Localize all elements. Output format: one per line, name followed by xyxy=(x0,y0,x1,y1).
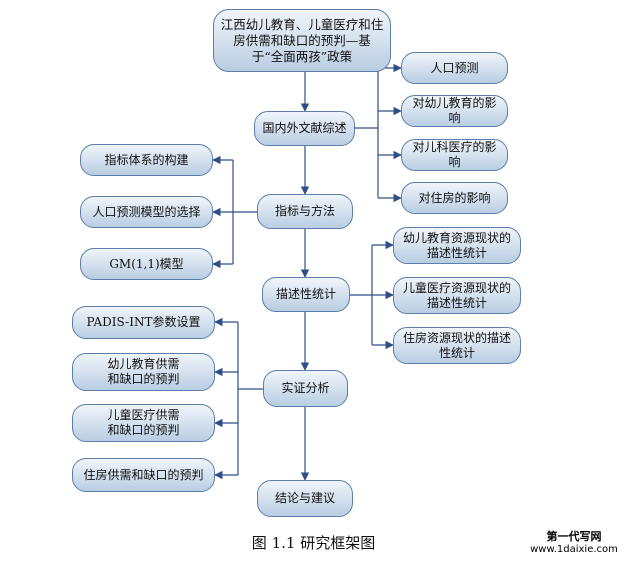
node-forecast-education: 幼儿教育供需 和缺口的预判 xyxy=(72,353,215,391)
node-impact-education: 对幼儿教育的影响 xyxy=(401,95,508,127)
node-desc-education: 幼儿教育资源现状的 描述性统计 xyxy=(393,227,521,264)
node-impact-housing: 对住房的影响 xyxy=(401,182,508,214)
node-forecast-housing: 住房供需和缺口的预判 xyxy=(72,458,215,492)
node-indicator-system: 指标体系的构建 xyxy=(80,144,213,176)
node-top-title: 江西幼儿教育、儿童医疗和住房供需和缺口的预判—基于“全面两孩”政策 xyxy=(213,9,391,72)
node-desc-housing: 住房资源现状的描述 性统计 xyxy=(393,327,521,364)
node-conclusions: 结论与建议 xyxy=(257,480,353,517)
figure-caption: 图 1.1 研究框架图 xyxy=(251,534,376,552)
watermark-url: www.1daixie.com xyxy=(530,544,618,555)
node-empirical-analysis: 实证分析 xyxy=(263,370,348,407)
node-forecast-medical: 儿童医疗供需 和缺口的预判 xyxy=(72,404,215,442)
node-desc-medical: 儿童医疗资源现状的 描述性统计 xyxy=(393,277,521,314)
node-model-choice: 人口预测模型的选择 xyxy=(80,196,213,228)
node-padis-parameters: PADIS-INT参数设置 xyxy=(72,306,215,339)
node-impact-medical: 对儿科医疗的影响 xyxy=(401,139,508,171)
watermark-title: 第一代写网 xyxy=(546,530,602,543)
node-descriptive-statistics: 描述性统计 xyxy=(262,277,350,312)
node-population-forecast: 人口预测 xyxy=(401,52,508,84)
node-literature-review: 国内外文献综述 xyxy=(254,111,355,146)
watermark: 第一代写网 www.1daixie.com xyxy=(524,530,624,556)
node-indicators-methods: 指标与方法 xyxy=(257,194,353,229)
node-gm-model: GM(1,1)模型 xyxy=(80,248,213,280)
